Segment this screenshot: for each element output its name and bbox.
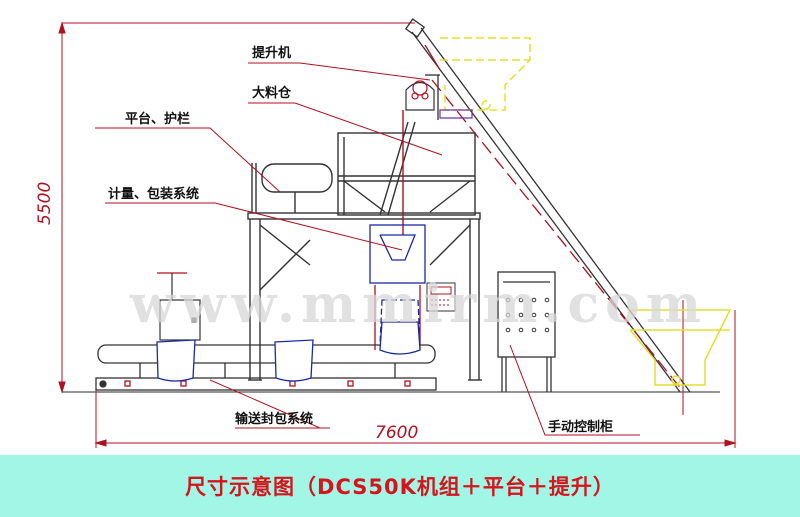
sewing-machine	[157, 272, 201, 341]
manual-control-cabinet	[497, 271, 556, 392]
label-weighing-packing: 计量、包装系统	[108, 186, 199, 202]
height-dimension-label: 5500	[35, 182, 55, 225]
bags	[156, 321, 421, 382]
equipment-diagram: 5500 7600	[35, 18, 737, 448]
bag	[274, 339, 314, 382]
label-bulk-bin: 大料仓	[252, 85, 292, 101]
title-banner: 尺寸示意图（DCS50K机组＋平台＋提升）	[0, 455, 800, 517]
elevator-motor	[405, 80, 473, 119]
scale-control-panel	[426, 282, 456, 312]
lower-hopper	[629, 309, 732, 386]
width-dimension-label: 7600	[375, 423, 418, 443]
bulk-bin	[337, 110, 476, 235]
diagram-title: 尺寸示意图（DCS50K机组＋平台＋提升）	[185, 475, 615, 499]
height-dimension	[58, 21, 415, 394]
bag	[379, 321, 421, 355]
label-conveyor-sealing: 输送封包系统	[235, 411, 313, 427]
platform-guardrail	[247, 163, 482, 381]
upper-hopper	[440, 37, 531, 111]
watermark: www.mmirm.com	[129, 274, 707, 335]
bag	[156, 339, 196, 382]
incline-elevator	[404, 18, 691, 393]
conveyor	[95, 344, 437, 391]
label-platform-guardrail: 平台、护栏	[125, 111, 190, 127]
label-manual-cabinet: 手动控制柜	[548, 419, 613, 435]
label-elevator: 提升机	[252, 45, 291, 61]
leader-lines	[95, 62, 640, 436]
